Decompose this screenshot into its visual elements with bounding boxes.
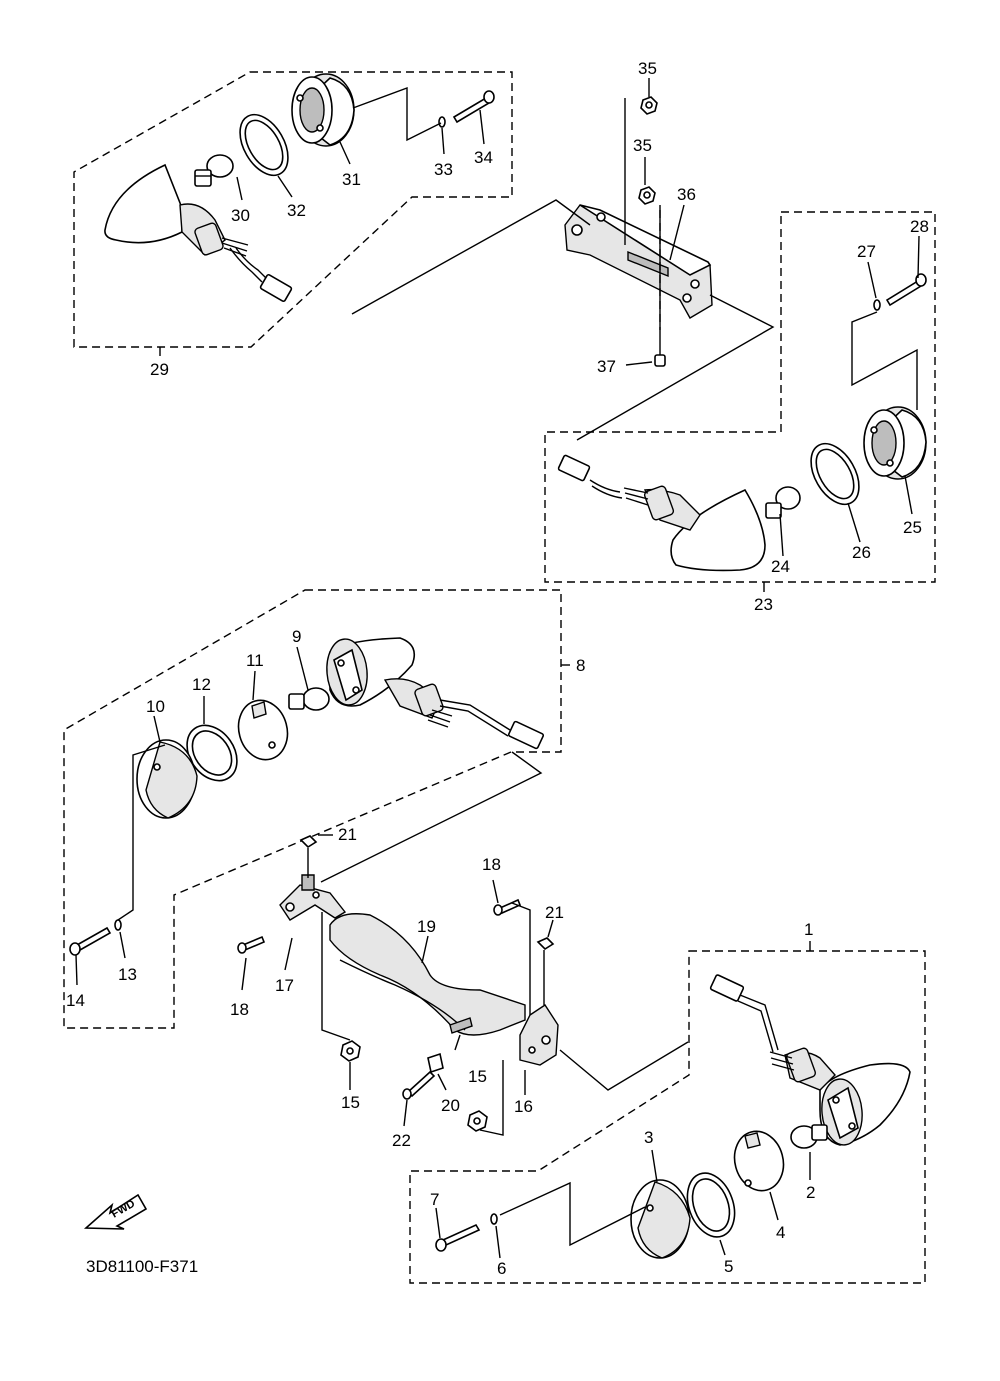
grommet-20 bbox=[427, 1052, 444, 1074]
gasket-5 bbox=[686, 1172, 736, 1238]
leader-lines-36 bbox=[351, 78, 775, 441]
callout-34: 34 bbox=[474, 148, 493, 167]
callout-6: 6 bbox=[497, 1259, 506, 1278]
callout-29: 29 bbox=[150, 360, 169, 379]
bulb-2 bbox=[790, 1124, 828, 1149]
callout-21-right: 21 bbox=[545, 903, 564, 922]
callout-28: 28 bbox=[910, 217, 929, 236]
callout-27: 27 bbox=[857, 242, 876, 261]
leader-lines-29 bbox=[236, 86, 485, 201]
washer-6 bbox=[490, 1213, 498, 1225]
gasket-26 bbox=[810, 442, 860, 506]
callout-18-right: 18 bbox=[482, 855, 501, 874]
turn-signal-assembly-29 bbox=[104, 163, 293, 302]
callout-19: 19 bbox=[417, 917, 436, 936]
callout-37: 37 bbox=[597, 357, 616, 376]
washer-13 bbox=[114, 919, 122, 931]
gasket-32 bbox=[239, 113, 289, 177]
lens-25 bbox=[863, 406, 927, 480]
gasket-12 bbox=[186, 724, 238, 782]
nut-15-left bbox=[340, 1040, 361, 1062]
callout-9: 9 bbox=[292, 627, 301, 646]
callout-26: 26 bbox=[852, 543, 871, 562]
leader-lines-8 bbox=[75, 646, 543, 986]
callout-24: 24 bbox=[771, 557, 790, 576]
callout-2: 2 bbox=[806, 1183, 815, 1202]
callout-11: 11 bbox=[246, 651, 264, 670]
callout-22: 22 bbox=[392, 1131, 411, 1150]
callout-14: 14 bbox=[66, 991, 85, 1010]
callout-35-lower: 35 bbox=[633, 136, 652, 155]
callout-labels: 1 2 3 4 5 6 7 8 9 10 11 12 13 14 15 15 1… bbox=[66, 59, 929, 1278]
bulb-9 bbox=[288, 687, 330, 711]
bolt-37 bbox=[654, 345, 666, 367]
forward-arrow-icon: FWD bbox=[83, 1193, 148, 1230]
callout-25: 25 bbox=[903, 518, 922, 537]
reflector-4 bbox=[733, 1130, 785, 1192]
clip-21-left bbox=[299, 835, 318, 849]
nut-35-lower bbox=[638, 186, 656, 205]
turn-signal-assembly-8 bbox=[326, 637, 545, 750]
callout-21-left: 21 bbox=[338, 825, 357, 844]
lens-10 bbox=[136, 739, 198, 819]
bolt-18-right bbox=[493, 898, 522, 916]
diagram-code: 3D81100-F371 bbox=[86, 1257, 198, 1276]
callout-20: 20 bbox=[441, 1096, 460, 1115]
leader-lines-1 bbox=[435, 1149, 811, 1259]
leader-lines-23 bbox=[779, 235, 920, 557]
assembly-1-frame bbox=[409, 941, 926, 1284]
callout-7: 7 bbox=[430, 1190, 439, 1209]
callout-15-left: 15 bbox=[341, 1093, 360, 1112]
callout-36: 36 bbox=[677, 185, 696, 204]
turn-signal-assembly-1 bbox=[709, 974, 911, 1146]
callout-1: 1 bbox=[804, 920, 813, 939]
bolt-18-left bbox=[237, 935, 266, 954]
washer-33 bbox=[438, 116, 446, 128]
assembly-29-frame bbox=[73, 71, 513, 356]
screw-28 bbox=[885, 273, 927, 307]
lens-3 bbox=[630, 1179, 691, 1259]
nut-35-upper bbox=[640, 96, 658, 115]
washer-27 bbox=[873, 299, 881, 311]
clip-21-right bbox=[536, 937, 555, 951]
callout-17: 17 bbox=[275, 976, 294, 995]
nut-15-right bbox=[467, 1110, 488, 1132]
callout-10: 10 bbox=[146, 697, 165, 716]
callout-16: 16 bbox=[514, 1097, 533, 1116]
callout-15-right: 15 bbox=[468, 1067, 487, 1086]
leader-lines-center bbox=[241, 834, 689, 1136]
callout-3: 3 bbox=[644, 1128, 653, 1147]
bulb-24 bbox=[765, 486, 801, 519]
callout-30: 30 bbox=[231, 206, 250, 225]
callout-23: 23 bbox=[754, 595, 773, 614]
screw-22 bbox=[402, 1070, 436, 1100]
bulb-30 bbox=[194, 154, 234, 187]
callout-4: 4 bbox=[776, 1223, 785, 1242]
callout-12: 12 bbox=[192, 675, 211, 694]
assembly-8-frame bbox=[63, 589, 570, 1029]
callout-13: 13 bbox=[118, 965, 137, 984]
screw-34 bbox=[452, 90, 495, 124]
lens-31 bbox=[291, 73, 355, 147]
reflector-11 bbox=[237, 699, 289, 761]
callout-35-upper: 35 bbox=[638, 59, 657, 78]
callout-32: 32 bbox=[287, 201, 306, 220]
callout-18-left: 18 bbox=[230, 1000, 249, 1019]
screw-14 bbox=[69, 926, 112, 956]
callout-5: 5 bbox=[724, 1257, 733, 1276]
screw-7 bbox=[435, 1223, 481, 1252]
assembly-23-frame bbox=[544, 211, 936, 592]
callout-31: 31 bbox=[342, 170, 361, 189]
bracket-16 bbox=[519, 1004, 559, 1066]
plate-19 bbox=[329, 913, 526, 1036]
bracket-17 bbox=[279, 874, 347, 921]
callout-33: 33 bbox=[434, 160, 453, 179]
turn-signal-assembly-23 bbox=[557, 454, 766, 572]
callout-8: 8 bbox=[576, 656, 585, 675]
bracket-36 bbox=[564, 204, 713, 319]
